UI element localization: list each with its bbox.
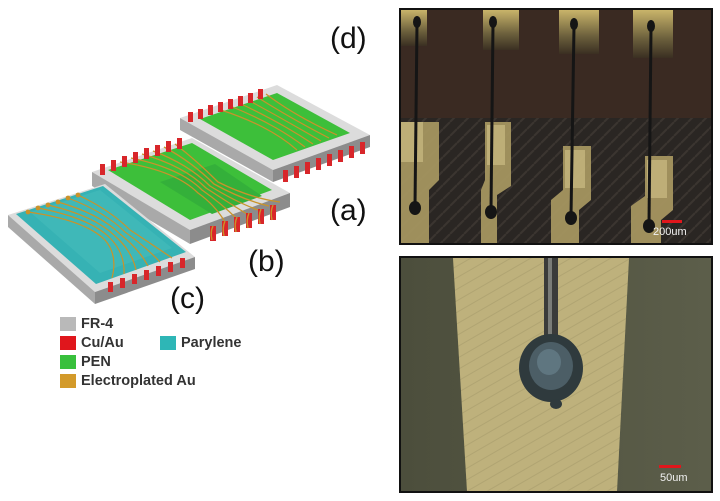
electroplated-au-swatch <box>60 374 76 388</box>
cu-au-swatch <box>60 336 76 350</box>
scale-label-top: 200um <box>653 226 687 238</box>
device-a <box>180 85 370 182</box>
legend-item-fr4: FR-4 <box>60 316 113 332</box>
legend-item-parylene: Parylene <box>160 335 241 351</box>
legend-label: FR-4 <box>81 316 114 332</box>
scale-bar-top <box>662 220 682 223</box>
device-c <box>8 184 195 304</box>
device-schematic <box>8 85 370 304</box>
micrograph-top: 200um <box>399 8 713 245</box>
scale-label-bottom: 50um <box>660 472 688 484</box>
label-d: (d) <box>330 22 367 55</box>
micrograph-bottom: 50um <box>399 256 713 493</box>
legend-label: Electroplated Au <box>81 373 196 389</box>
scale-bar-bottom <box>659 465 681 468</box>
micrograph-top-image <box>401 10 711 243</box>
device-b <box>92 138 290 244</box>
legend-item-cu-au: Cu/Au <box>60 335 124 351</box>
label-a: (a) <box>330 194 367 227</box>
fr4-swatch <box>60 317 76 331</box>
legend-item-electroplated-au: Electroplated Au <box>60 373 196 389</box>
micrograph-bottom-image <box>401 258 711 491</box>
legend: FR-4 Cu/Au Parylene PEN Electroplated Au <box>60 316 360 406</box>
legend-label: Parylene <box>181 335 242 351</box>
legend-item-pen: PEN <box>60 354 111 370</box>
pen-swatch <box>60 355 76 369</box>
parylene-swatch <box>160 336 176 350</box>
label-c: (c) <box>170 282 205 315</box>
label-b: (b) <box>248 245 285 278</box>
legend-label: PEN <box>81 354 111 370</box>
legend-label: Cu/Au <box>81 335 124 351</box>
